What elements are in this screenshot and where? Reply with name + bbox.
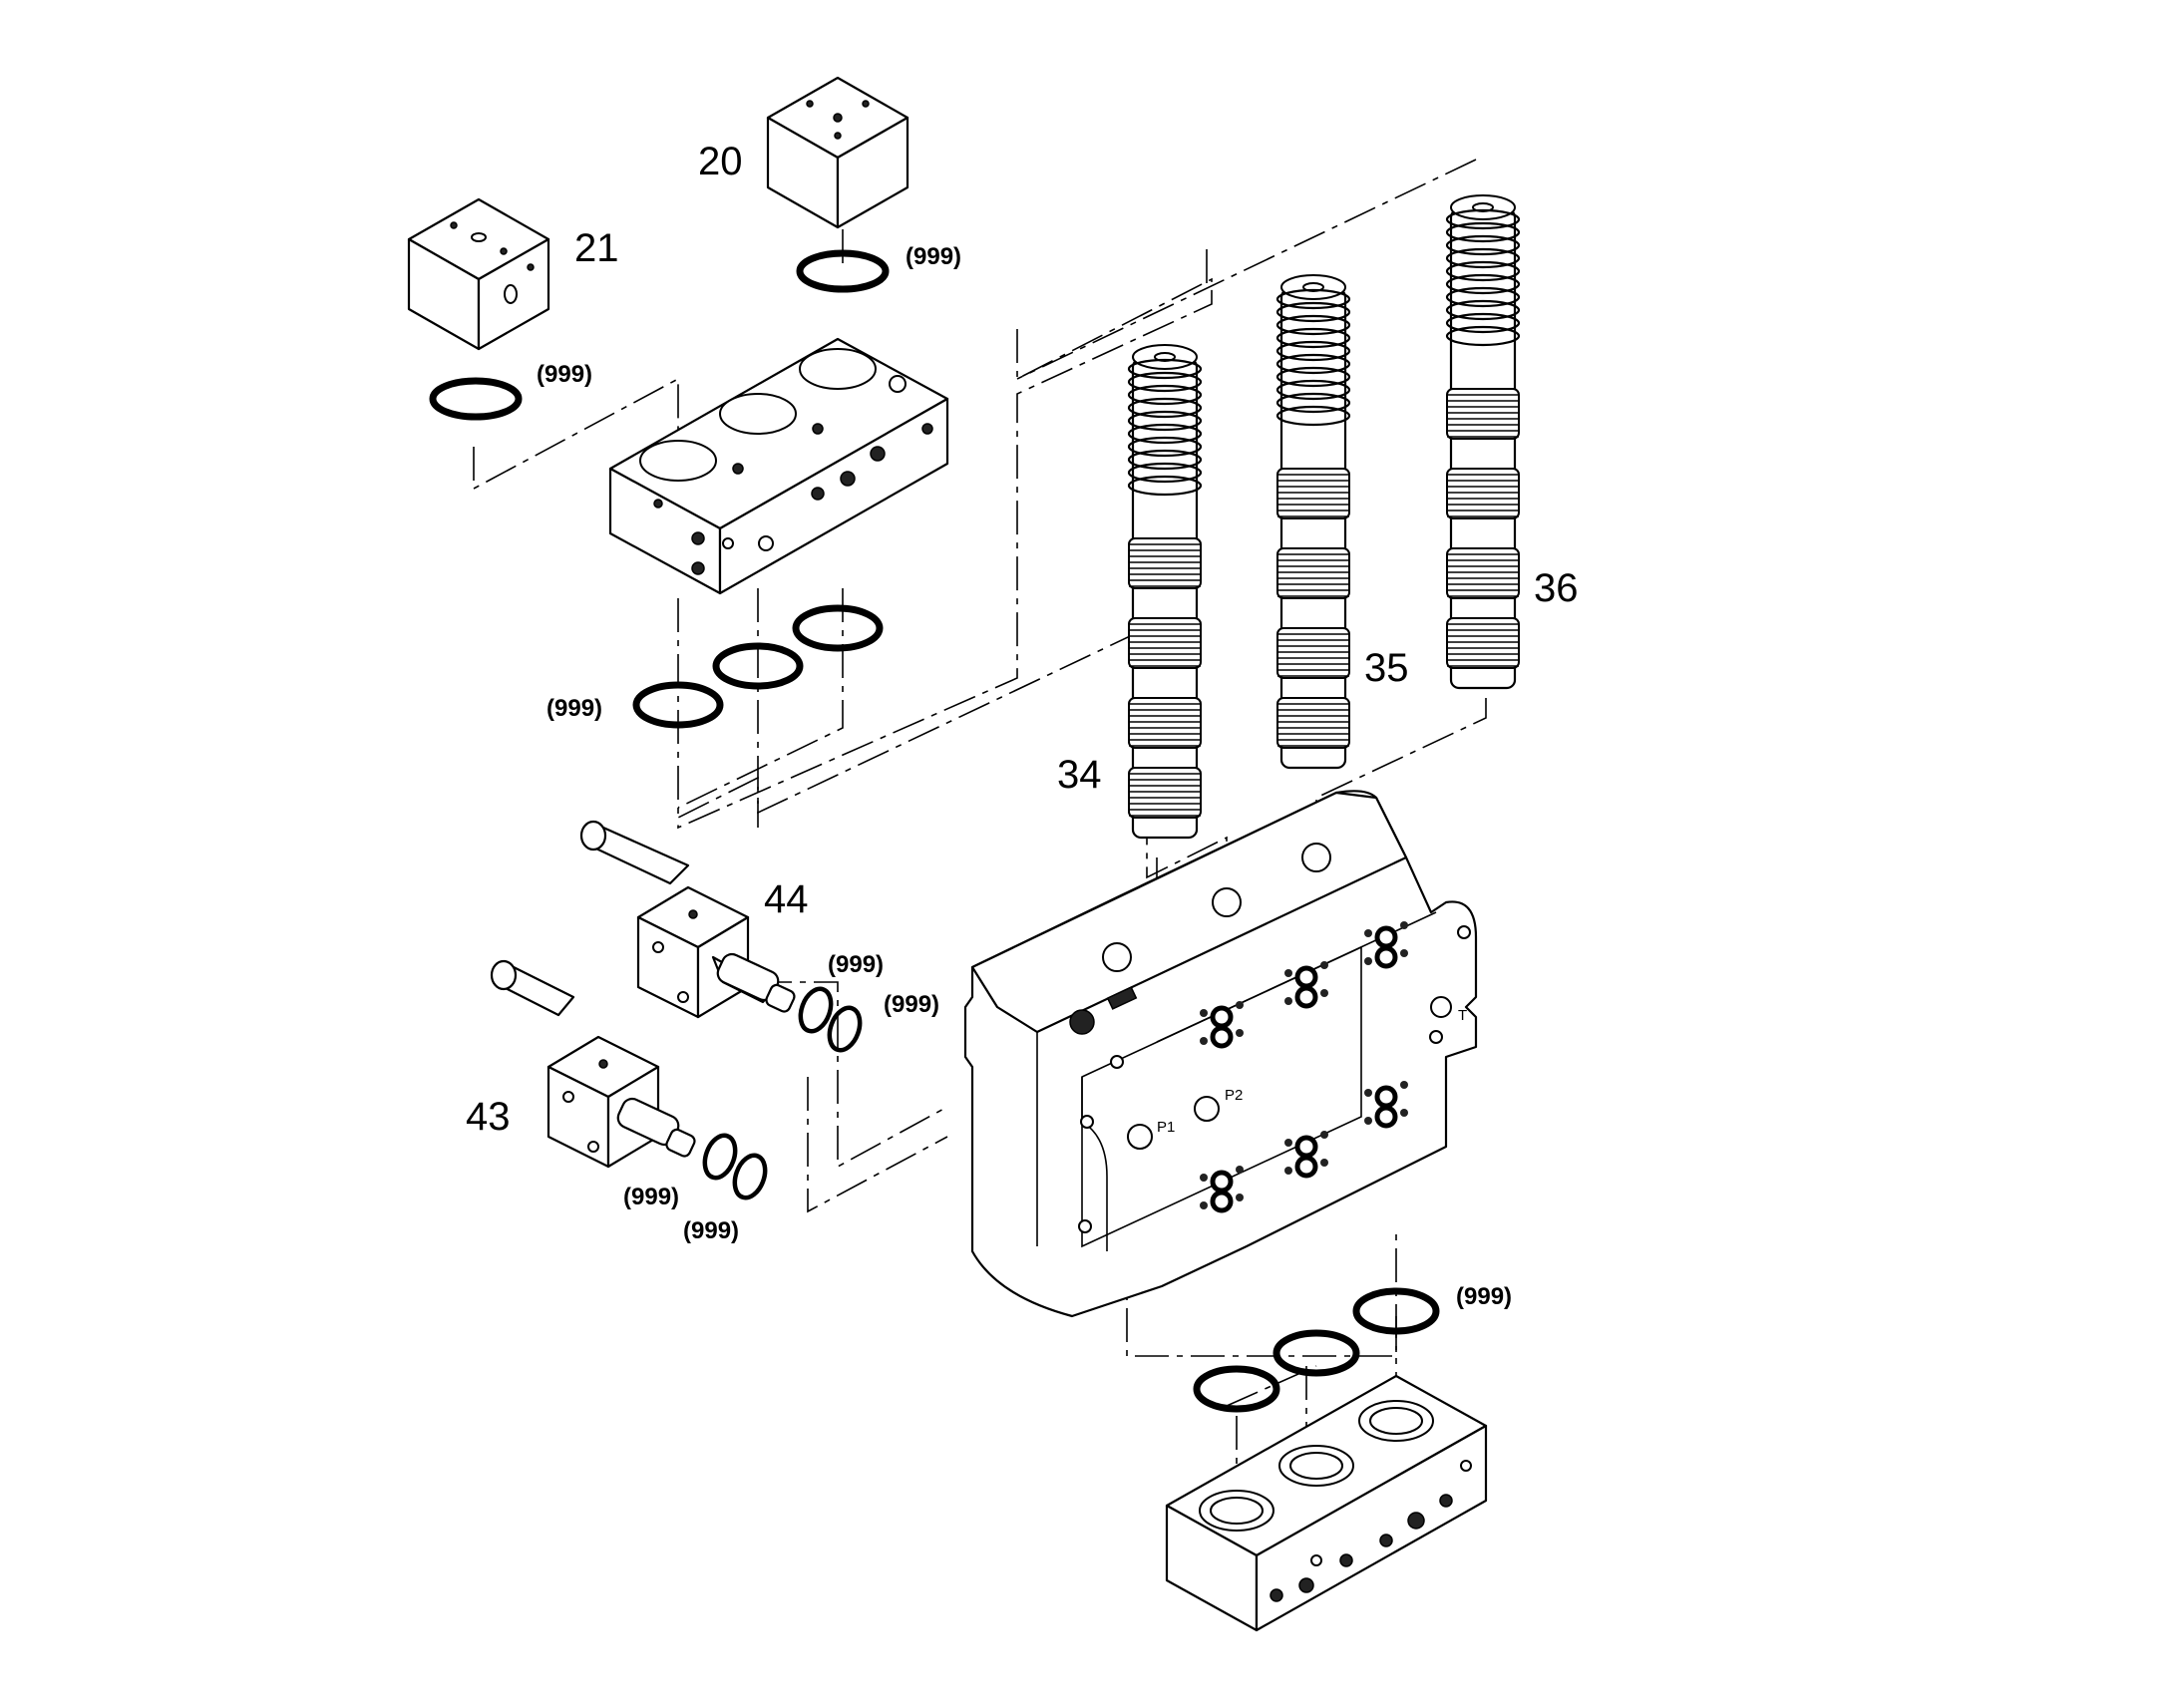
part-21-block bbox=[407, 197, 550, 351]
ref-999-oring-20: (999) bbox=[906, 243, 961, 270]
ref-999-upper-plate: (999) bbox=[546, 695, 602, 722]
lower-plate-orings bbox=[1193, 1287, 1440, 1413]
port-label-p2: P2 bbox=[1225, 1087, 1243, 1104]
spool-rings bbox=[1127, 358, 1203, 819]
ref-999-part-44-a: (999) bbox=[828, 951, 884, 978]
part-44-block bbox=[636, 885, 796, 1019]
upper-plate-orings bbox=[632, 604, 884, 729]
spool-rings bbox=[1275, 288, 1351, 749]
spool-rings bbox=[1445, 208, 1521, 669]
label-part-20: 20 bbox=[698, 140, 743, 183]
label-part-35: 35 bbox=[1364, 646, 1409, 690]
ref-999-part-44-b: (999) bbox=[884, 991, 939, 1018]
lower-cover-plate bbox=[1165, 1374, 1488, 1632]
label-part-34: 34 bbox=[1057, 753, 1102, 797]
part-20-oring bbox=[796, 249, 890, 293]
label-part-43: 43 bbox=[466, 1095, 511, 1139]
port-label-p1: P1 bbox=[1157, 1119, 1175, 1136]
part-44-orings bbox=[798, 986, 863, 1053]
upper-cover-plate bbox=[608, 337, 949, 595]
label-part-36: 36 bbox=[1534, 566, 1579, 610]
part-43-screw bbox=[490, 959, 575, 1017]
part-43-block bbox=[546, 1035, 696, 1169]
label-part-44: 44 bbox=[764, 877, 809, 921]
ref-999-lower-plate: (999) bbox=[1456, 1283, 1512, 1310]
label-part-21: 21 bbox=[574, 226, 619, 270]
spool-35 bbox=[1279, 274, 1347, 770]
part-43-orings bbox=[702, 1133, 768, 1200]
ref-999-oring-21: (999) bbox=[537, 361, 592, 388]
part-21-oring bbox=[429, 377, 523, 421]
port-label-t: T bbox=[1458, 1007, 1467, 1024]
ref-999-part-43-b: (999) bbox=[683, 1217, 739, 1244]
part-44-screw bbox=[579, 820, 690, 885]
body-port-clusters bbox=[1200, 921, 1408, 1213]
ref-999-part-43-a: (999) bbox=[623, 1184, 679, 1210]
spool-34 bbox=[1131, 344, 1199, 840]
part-20-block bbox=[766, 76, 909, 229]
spool-36 bbox=[1449, 194, 1517, 690]
valve-body bbox=[963, 790, 1478, 1318]
